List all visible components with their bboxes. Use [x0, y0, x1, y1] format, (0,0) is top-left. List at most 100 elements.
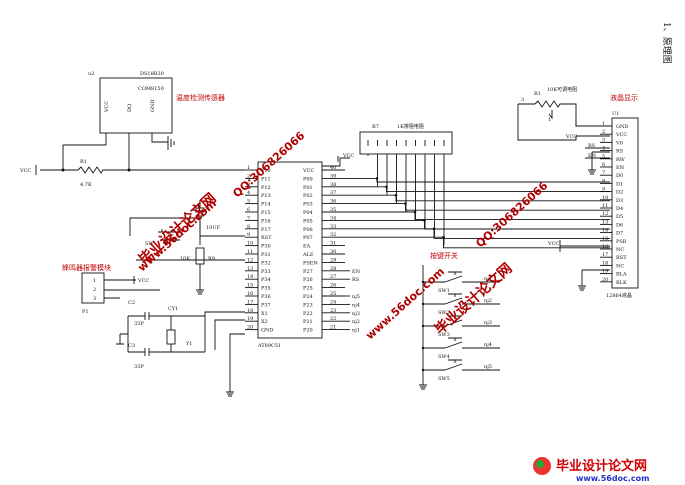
pin-label: V0 [615, 140, 623, 146]
pin-label: PSEN [303, 260, 318, 266]
pin-label: P22 [303, 311, 313, 317]
pin-number: 23 [330, 308, 336, 314]
svg-text:33P: 33P [134, 321, 144, 327]
svg-text:QQ:306826066: QQ:306826066 [473, 179, 550, 250]
pin-label: X2 [261, 319, 268, 325]
pin-number: 18 [602, 260, 608, 266]
net-label: nj5 [484, 364, 492, 370]
pin-label: RW [616, 157, 626, 163]
pin-label: D7 [616, 231, 623, 237]
buzzer-module: 蜂鸣器报警模块 1 2 3 P1 VCC [62, 259, 245, 315]
pin-label: D1 [616, 181, 623, 187]
pin-number: 17 [247, 299, 253, 305]
watermark: 毕业设计论文网 www.56doc.com QQ:306826066 毕业设计论… [135, 129, 550, 342]
svg-text:2: 2 [93, 287, 96, 293]
pin-number: 11 [602, 203, 608, 209]
pin-label: D3 [616, 198, 623, 204]
svg-text:C3: C3 [128, 343, 135, 349]
pin-label: P07 [303, 235, 313, 241]
pin-number: 7 [247, 215, 250, 221]
pin-label: D0 [616, 173, 623, 179]
pin-label: P32 [261, 260, 271, 266]
pin-number: 12 [247, 257, 253, 263]
pin-label: P12 [261, 185, 271, 191]
switch-label: SW3 [438, 332, 450, 338]
svg-text:R1: R1 [80, 159, 87, 165]
pin-label: P23 [303, 302, 313, 308]
pin-number: 39 [330, 173, 336, 179]
resistor-network: R7 1K排阻电阻 [359, 123, 453, 246]
pin-label: P17 [261, 227, 271, 233]
pin-label: EN [616, 165, 625, 171]
pin-number: 19 [247, 316, 253, 322]
net-label: nj1 [484, 276, 492, 282]
pin-number: 36 [330, 199, 336, 205]
svg-text:VCC: VCC [104, 101, 110, 113]
pin-number: 9 [602, 187, 605, 193]
reset-circuit: SW 10UF 10K R9 [129, 200, 245, 295]
svg-text:R7: R7 [372, 124, 379, 130]
svg-text:4.7K: 4.7K [80, 182, 92, 188]
svg-text:DQ: DQ [127, 104, 133, 112]
pin-label: BLA [616, 272, 627, 278]
pin-label: VCC [615, 132, 627, 138]
svg-text:蜂鸣器报警模块: 蜂鸣器报警模块 [62, 263, 111, 272]
pin-label: EA [303, 244, 311, 250]
pin-label: D5 [616, 214, 623, 220]
svg-text:DS18B20: DS18B20 [140, 71, 164, 77]
pin-number: 3 [602, 137, 605, 143]
switch-label: SW2 [438, 310, 450, 316]
svg-text:3: 3 [521, 97, 524, 103]
port-label: nj4 [352, 302, 360, 308]
pin-number: 5 [247, 199, 250, 205]
pin-label: P15 [261, 210, 271, 216]
pin-label: P05 [303, 218, 313, 224]
pin-label: X1 [261, 311, 268, 317]
svg-text:10UF: 10UF [206, 225, 221, 231]
page-title: 1、原理图 [661, 22, 672, 64]
pin-number: 16 [602, 244, 608, 250]
pin-number: 35 [330, 207, 336, 213]
svg-text:1、原理图: 1、原理图 [661, 22, 672, 64]
port-label: nj1 [352, 328, 360, 334]
footer-logo: 毕业设计论文网 www.56doc.com [533, 457, 649, 483]
crystal-circuit: C2 33P C3 33P CY1 Y1 [116, 300, 245, 397]
pin-label: GND [616, 124, 628, 130]
pin-number: 17 [602, 252, 608, 258]
data-bus [345, 177, 610, 249]
port-label: nj2 [352, 319, 360, 325]
svg-text:33P: 33P [134, 364, 144, 370]
net-label: nj4 [484, 342, 492, 348]
pin-label: P27 [303, 269, 313, 275]
pin-label: GND [261, 328, 273, 334]
pin-label: P14 [261, 202, 271, 208]
svg-text:VCC: VCC [137, 278, 149, 284]
pin-label: P21 [303, 319, 313, 325]
pin-number: 38 [330, 182, 336, 188]
pin-number: 8 [602, 178, 605, 184]
svg-text:COM8150: COM8150 [138, 86, 164, 92]
pin-label: RST [261, 235, 272, 241]
pin-number: 28 [330, 266, 336, 272]
pin-number: 30 [330, 249, 336, 255]
pin-number: 10 [602, 195, 608, 201]
pin-number: 10 [247, 241, 253, 247]
svg-text:C2: C2 [128, 300, 135, 306]
pin-number: 15 [247, 283, 253, 289]
pin-number: 20 [247, 325, 253, 331]
pin-label: RST [616, 255, 627, 261]
net-label: nj3 [484, 320, 492, 326]
pin-label: P35 [261, 286, 271, 292]
pin-number: 1 [602, 121, 605, 127]
svg-text:12864液晶: 12864液晶 [606, 292, 632, 299]
svg-text:R1: R1 [534, 91, 541, 97]
pin-label: ALE [302, 252, 314, 258]
pin-label: P37 [261, 302, 271, 308]
svg-text:VCC: VCC [565, 134, 577, 140]
pin-number: 25 [330, 291, 336, 297]
pin-number: 4 [602, 146, 605, 152]
svg-text:10K可调电阻: 10K可调电阻 [547, 86, 577, 93]
pin-number: 5 [602, 154, 605, 160]
